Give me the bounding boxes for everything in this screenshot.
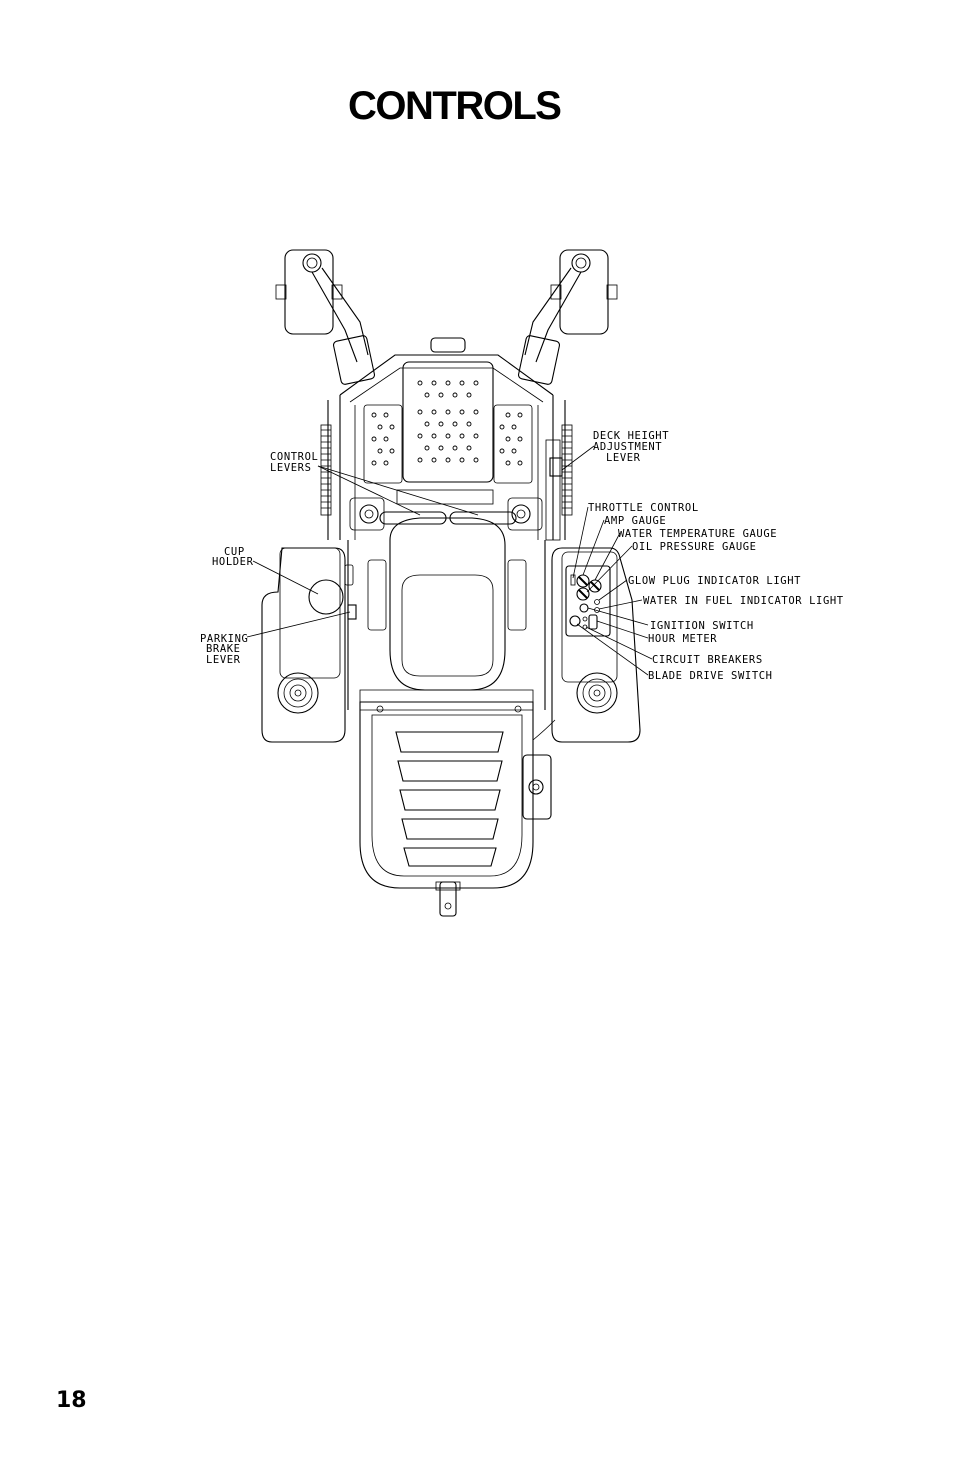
page-number: 18 — [56, 1388, 87, 1413]
leader-lines — [246, 445, 653, 676]
engine-hood — [359, 701, 556, 889]
label-water-in-fuel-indicator-light: WATER IN FUEL INDICATOR LIGHT — [643, 595, 844, 607]
hour-meter — [588, 614, 598, 630]
label-parking-brake-lever: PARKING BRAKE LEVER — [200, 633, 255, 666]
right-caster-wheel — [524, 249, 618, 363]
left-caster-wheel — [275, 249, 369, 363]
blade-drive-switch — [569, 615, 581, 627]
label-oil-pressure-gauge: OIL PRESSURE GAUGE — [632, 541, 757, 553]
parking-brake-lever — [347, 604, 357, 620]
oil-pressure-gauge — [576, 587, 590, 601]
page-title: CONTROLS — [348, 84, 562, 128]
circuit-breakers — [582, 624, 588, 630]
right-fender — [551, 547, 641, 743]
label-blade-drive-switch: BLADE DRIVE SWITCH — [648, 670, 773, 682]
foot-plate — [363, 361, 533, 484]
label-hour-meter: HOUR METER — [648, 633, 717, 645]
label-glow-plug-indicator-light: GLOW PLUG INDICATOR LIGHT — [628, 575, 801, 587]
ignition-switch — [579, 603, 589, 613]
left-fender — [261, 547, 357, 743]
label-throttle-control: THROTTLE CONTROL — [588, 502, 699, 514]
glow-plug-light — [594, 599, 600, 605]
control-levers — [349, 489, 543, 531]
throttle-control — [570, 574, 576, 586]
operator-seat — [367, 517, 527, 691]
label-control-levers: CONTROL LEVERS — [270, 451, 325, 474]
deck-height-lever-handle — [549, 457, 563, 477]
label-ignition-switch: IGNITION SWITCH — [650, 620, 754, 632]
label-water-temperature-gauge: WATER TEMPERATURE GAUGE — [618, 528, 777, 540]
deck-height-lever-body — [545, 439, 561, 541]
label-circuit-breakers: CIRCUIT BREAKERS — [652, 654, 763, 666]
hitch — [435, 881, 461, 917]
label-amp-gauge: AMP GAUGE — [604, 515, 666, 527]
instrument-panel — [565, 565, 611, 637]
label-cup-holder: CUP HOLDER — [212, 546, 254, 568]
frame — [327, 337, 566, 711]
cup-holder — [308, 579, 344, 615]
label-deck-height-adjustment-lever: DECK HEIGHT ADJUSTMENT LEVER — [593, 430, 676, 464]
right-deck-spring — [561, 424, 573, 516]
